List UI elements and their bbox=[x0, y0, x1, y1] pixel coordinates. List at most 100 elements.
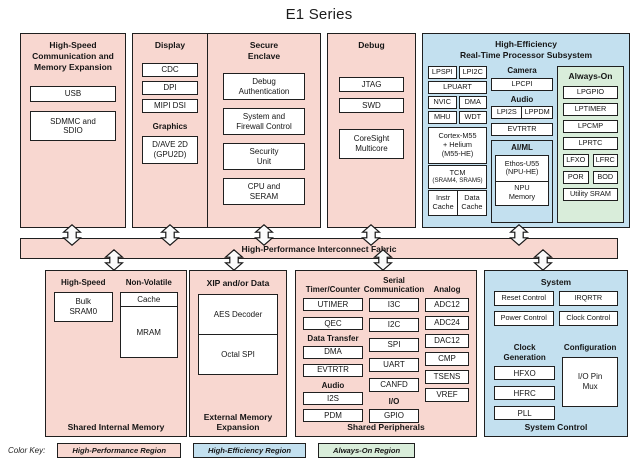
lptimer-box: LPTIMER bbox=[563, 103, 618, 117]
hfxo-box: HFXO bbox=[494, 366, 556, 381]
tcm-sram-label: (SRAM4, SRAM5) bbox=[432, 176, 483, 184]
fabric-arrow bbox=[104, 249, 124, 271]
dma-box: DMA bbox=[458, 96, 487, 110]
io-pin-mux-box: I/O Pin Mux bbox=[562, 356, 618, 407]
block-shared-internal-memory: High-Speed Bulk SRAM0 Non-Volatile Cache… bbox=[45, 270, 187, 437]
lpi2s-box: LPI2S bbox=[491, 106, 523, 120]
i3c-box: I3C bbox=[369, 298, 419, 312]
always-on-heading: Always-On bbox=[568, 71, 613, 82]
non-volatile-subheading: Non-Volatile bbox=[125, 278, 172, 287]
system-firewall-control-box: System and Firewall Control bbox=[223, 108, 305, 136]
fabric-arrow bbox=[373, 249, 393, 271]
pll-box: PLL bbox=[494, 406, 556, 421]
configuration-column: Configuration I/O Pin Mux bbox=[562, 343, 618, 420]
interconnect-fabric-label: High-Performance Interconnect Fabric bbox=[241, 243, 397, 254]
spi-box: SPI bbox=[369, 338, 419, 352]
block-footer: System Control bbox=[524, 421, 588, 432]
cmp-box: CMP bbox=[425, 352, 469, 366]
block-secure-enclave: Secure Enclave Debug Authentication Syst… bbox=[207, 33, 321, 228]
lpcmp-box: LPCMP bbox=[563, 120, 618, 134]
dpi-box: DPI bbox=[142, 81, 198, 96]
cortex-m55-box: Cortex-M55 + Helium (M55-HE) bbox=[428, 127, 487, 165]
lpgpio-box: LPGPIO bbox=[563, 86, 618, 100]
block-heading: High-Efficiency Real-Time Processor Subs… bbox=[459, 39, 593, 61]
camera-subheading: Camera bbox=[507, 66, 537, 76]
coresight-multicore-box: CoreSight Multicore bbox=[339, 129, 404, 160]
timer-counter-subheading: Timer/Counter bbox=[305, 285, 361, 295]
i2c-box: I2C bbox=[369, 318, 419, 332]
block-footer: Shared Peripherals bbox=[347, 421, 425, 432]
page-title: E1 Series bbox=[285, 6, 353, 23]
graphics-subheading: Graphics bbox=[152, 122, 188, 132]
fabric-arrow bbox=[254, 224, 274, 246]
color-key-label: Color Key: bbox=[8, 446, 46, 455]
lpi2c-box: LPI2C bbox=[458, 66, 487, 80]
legend-high-efficiency: High-Efficiency Region bbox=[193, 443, 307, 458]
aes-decoder-box: AES Decoder bbox=[198, 294, 278, 336]
analog-subheading: Analog bbox=[433, 285, 461, 295]
mipi-dsi-box: MIPI DSI bbox=[142, 99, 198, 114]
block-heading: Display bbox=[154, 40, 186, 50]
block-system-control: System Reset Control IRQRTR Power Contro… bbox=[484, 270, 628, 437]
tcm-label: TCM bbox=[449, 168, 466, 178]
evtrtr-periph-box: EVTRTR bbox=[303, 363, 363, 377]
aiml-subheading: AI/ML bbox=[511, 143, 533, 153]
configuration-subheading: Configuration bbox=[563, 343, 617, 353]
block-external-memory-expansion: XIP and/or Data AES Decoder Octal SPI Ex… bbox=[189, 270, 287, 437]
dac12-box: DAC12 bbox=[425, 334, 469, 348]
security-unit-box: Security Unit bbox=[223, 143, 305, 171]
block-heading: Debug bbox=[358, 40, 385, 50]
utimer-box: UTIMER bbox=[303, 298, 363, 311]
data-cache-box: Data Cache bbox=[456, 189, 488, 216]
bod-box: BOD bbox=[592, 171, 618, 185]
lpcpi-box: LPCPI bbox=[491, 77, 553, 91]
legend-high-performance: High-Performance Region bbox=[57, 443, 182, 458]
block-heading: High-Speed Communication and Memory Expa… bbox=[32, 40, 114, 73]
power-control-box: Power Control bbox=[494, 311, 554, 327]
qec-box: QEC bbox=[303, 317, 363, 330]
reset-control-box: Reset Control bbox=[494, 291, 554, 307]
data-transfer-subheading: Data Transfer bbox=[307, 334, 359, 343]
fabric-arrow bbox=[533, 249, 553, 271]
utility-sram-box: Utility SRAM bbox=[563, 188, 618, 202]
lfrc-box: LFRC bbox=[592, 154, 618, 168]
fabric-arrow bbox=[62, 224, 82, 246]
adc12-box: ADC12 bbox=[425, 298, 469, 312]
fabric-arrow bbox=[224, 249, 244, 271]
block-debug: Debug JTAG SWD CoreSight Multicore bbox=[327, 33, 416, 228]
tsens-box: TSENS bbox=[425, 370, 469, 384]
lppdm-box: LPPDM bbox=[521, 106, 554, 120]
lpuart-box: LPUART bbox=[428, 81, 487, 95]
bulk-sram0-box: Bulk SRAM0 bbox=[54, 291, 113, 322]
adc24-box: ADC24 bbox=[425, 316, 469, 330]
usb-box: USB bbox=[30, 86, 116, 103]
block-footer: External Memory Expansion bbox=[203, 411, 273, 432]
cache-box: Cache bbox=[119, 291, 178, 308]
lpspi-box: LPSPI bbox=[428, 66, 457, 80]
he-camera-audio-column: Camera LPCPI Audio LPI2S LPPDM EVTRTR AI… bbox=[491, 66, 554, 223]
system-subheading: System bbox=[540, 277, 572, 287]
wdt-box: WDT bbox=[458, 111, 487, 125]
ethos-u55-box: Ethos-U55 (NPU-HE) bbox=[495, 154, 549, 182]
audio-subheading: Audio bbox=[510, 94, 534, 104]
fabric-arrow bbox=[361, 224, 381, 246]
i2s-box: I2S bbox=[303, 392, 363, 406]
timer-counter-column: Timer/Counter UTIMER QEC Data Transfer D… bbox=[303, 276, 363, 423]
io-subheading: I/O bbox=[388, 397, 400, 406]
vref-box: VREF bbox=[425, 388, 469, 402]
cdc-box: CDC bbox=[142, 63, 198, 78]
debug-authentication-box: Debug Authentication bbox=[223, 73, 305, 101]
block-footer: Shared Internal Memory bbox=[67, 421, 165, 432]
aiml-group: AI/ML Ethos-U55 (NPU-HE) NPU Memory bbox=[491, 140, 553, 223]
analog-column: Analog ADC12 ADC24 DAC12 CMP TSENS VREF bbox=[425, 276, 469, 423]
pdm-box: PDM bbox=[303, 409, 363, 423]
serial-communication-subheading: Serial Communication bbox=[363, 275, 425, 295]
por-box: POR bbox=[563, 171, 589, 185]
block-high-efficiency-subsystem: High-Efficiency Real-Time Processor Subs… bbox=[422, 33, 630, 228]
always-on-group: Always-On LPGPIO LPTIMER LPCMP LPRTC LFX… bbox=[557, 66, 624, 223]
block-heading: Secure Enclave bbox=[247, 40, 281, 62]
color-key-legend: Color Key: High-Performance Region High-… bbox=[8, 443, 416, 458]
fabric-arrow bbox=[160, 224, 180, 246]
block-high-speed-comm-memory: High-Speed Communication and Memory Expa… bbox=[20, 33, 126, 228]
